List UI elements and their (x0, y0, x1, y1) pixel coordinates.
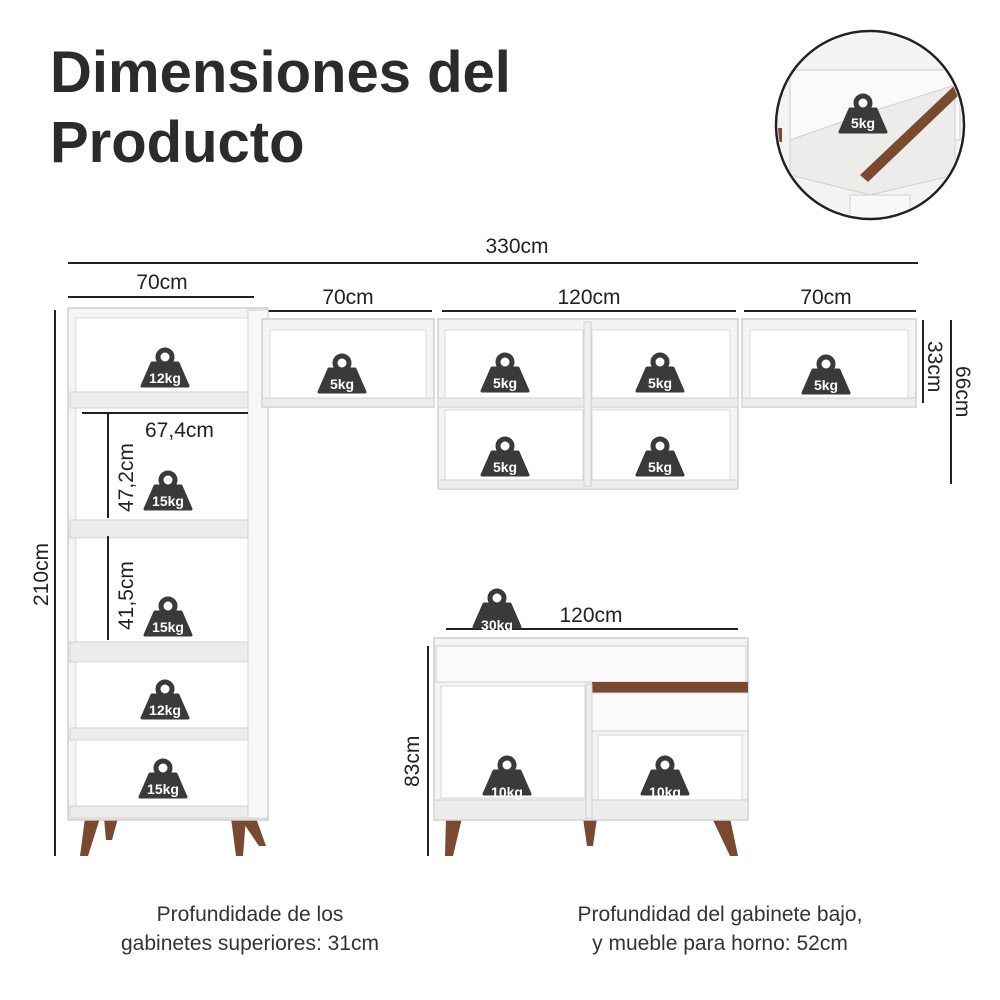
page-title: Dimensiones del Producto (50, 38, 511, 178)
weight-label-tower-niche1: 15kg (152, 493, 184, 509)
dim-base-height: 83cm (401, 736, 424, 787)
upper-cabinet-a (261, 318, 435, 408)
title-line-1: Dimensiones del (50, 40, 511, 105)
weight-label-tower-top: 12kg (149, 370, 181, 386)
title-line-2: Producto (50, 110, 305, 175)
dim-total-width: 330cm (485, 235, 548, 258)
weight-label-tower-bottom: 15kg (147, 781, 179, 797)
dim-upper-height-double: 66cm (951, 366, 974, 417)
drawer-detail: 5kg (774, 29, 966, 221)
upper-cabinet-b (437, 318, 739, 490)
dim-shelf-width: 67,4cm (145, 419, 214, 442)
base-depth-note: Profundidad del gabinete bajo, y mueble … (520, 900, 920, 958)
upper-depth-note: Profundidade de los gabinetes superiores… (60, 900, 440, 958)
weight-label-upper-b1: 5kg (493, 375, 517, 391)
dim-tower-width: 70cm (136, 271, 187, 294)
dim-upper-c-width: 70cm (800, 286, 851, 309)
weight-label-tower-lower: 12kg (149, 702, 181, 718)
upper-depth-line-1: Profundidade de los (156, 903, 344, 926)
weight-label-upper-c: 5kg (814, 377, 838, 393)
dim-upper-a-width: 70cm (322, 286, 373, 309)
dim-tower-height: 210cm (30, 543, 53, 606)
weight-label-detail: 5kg (851, 115, 875, 131)
weight-label-upper-b2: 5kg (648, 375, 672, 391)
base-depth-line-1: Profundidad del gabinete bajo, (577, 903, 863, 926)
weight-label-upper-b3: 5kg (493, 459, 517, 475)
weight-label-base-left: 10kg (491, 784, 523, 800)
dim-upper-height-single: 33cm (923, 341, 946, 392)
weight-label-upper-a: 5kg (330, 376, 354, 392)
weight-label-upper-b4: 5kg (648, 459, 672, 475)
base-cabinet (433, 637, 749, 856)
upper-depth-line-2: gabinetes superiores: 31cm (121, 932, 379, 955)
dim-niche-height-2: 41,5cm (115, 561, 138, 630)
dim-upper-b-width: 120cm (557, 286, 620, 309)
base-depth-line-2: y mueble para horno: 52cm (592, 932, 848, 955)
dim-base-width: 120cm (559, 604, 622, 627)
weight-label-base-top: 30kg (481, 617, 513, 633)
weight-label-base-right: 10kg (649, 784, 681, 800)
weight-label-tower-niche2: 15kg (152, 619, 184, 635)
dim-niche-height-1: 47,2cm (115, 443, 138, 512)
